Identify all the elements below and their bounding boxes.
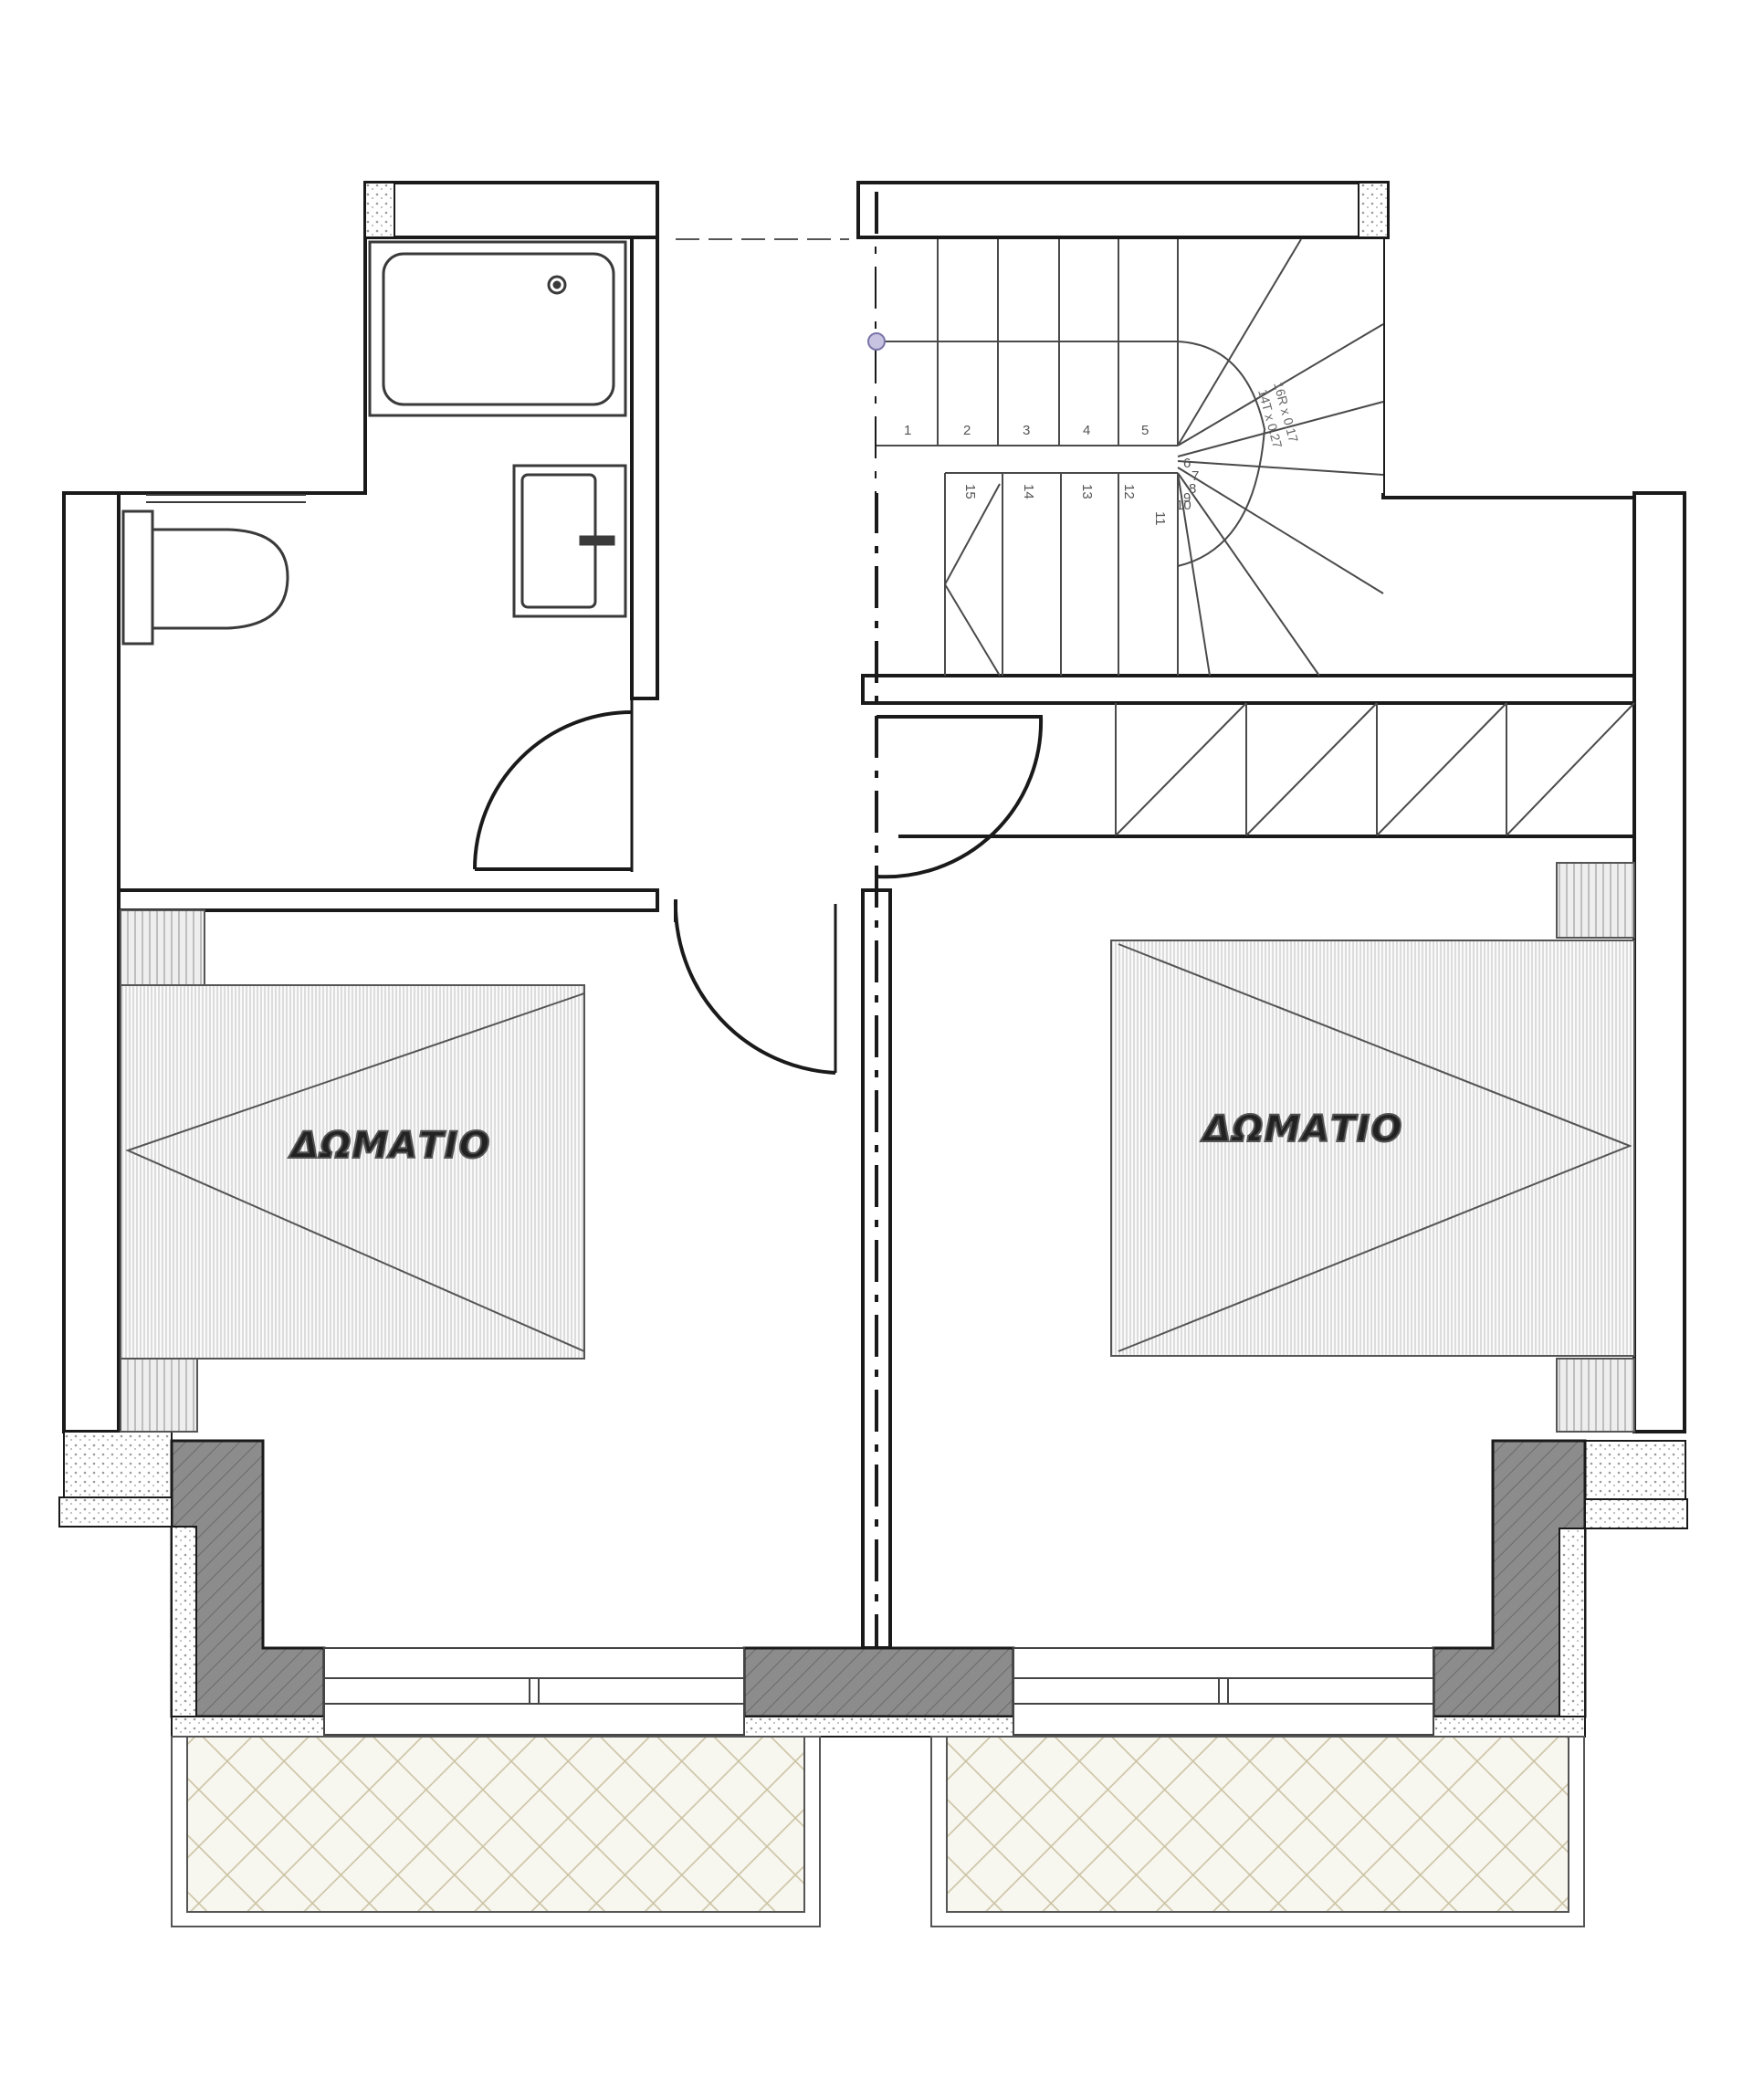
nightstand-right-top bbox=[1556, 862, 1635, 939]
tap-icon bbox=[579, 535, 615, 546]
nightstand-left-bottom bbox=[120, 1358, 198, 1433]
storage-diag-2 bbox=[1245, 702, 1378, 836]
bed-left-fold bbox=[125, 992, 585, 1352]
shower-basin bbox=[382, 252, 615, 406]
toilet-cistern bbox=[121, 509, 154, 646]
doors bbox=[473, 698, 1044, 1075]
left-bedroom: ΔΩΜΑΤΙΟ bbox=[120, 909, 585, 1433]
bottom-insulation-right bbox=[1433, 1716, 1586, 1738]
top-wall-right bbox=[856, 181, 1390, 239]
step-number: 7 bbox=[1191, 468, 1199, 484]
bed-right-fold bbox=[1118, 943, 1632, 1352]
right-bedroom: ΔΩΜΑΤΙΟ bbox=[1110, 862, 1635, 1433]
winder-7 bbox=[1177, 323, 1384, 446]
step-number: 8 bbox=[1189, 481, 1196, 497]
stair-area-top bbox=[876, 239, 1383, 493]
top-right-insulation bbox=[1358, 182, 1389, 238]
outer-walls bbox=[62, 181, 1686, 1650]
stair-right-wall bbox=[1381, 237, 1634, 499]
step-number: 9 bbox=[1183, 490, 1191, 506]
top-left-insulation bbox=[364, 182, 395, 238]
step-number: 3 bbox=[1023, 423, 1030, 438]
left-room-door-arc[interactable] bbox=[673, 898, 836, 1075]
step-number: 11 bbox=[1152, 511, 1168, 526]
winder-9 bbox=[1177, 460, 1384, 476]
right-wall-insulation bbox=[1584, 1440, 1686, 1500]
bathroom-door-arc[interactable] bbox=[473, 710, 633, 870]
stair-bottom-wall bbox=[861, 674, 1636, 705]
left-room-top-wall bbox=[117, 888, 659, 912]
cut-walls bbox=[58, 1439, 1688, 1738]
right-room-top-line bbox=[898, 835, 1635, 838]
stair-landing-mark bbox=[943, 483, 1001, 677]
right-exterior-wall bbox=[1632, 491, 1686, 1433]
step-number: 5 bbox=[1141, 423, 1149, 438]
nightstand-right-bottom bbox=[1556, 1358, 1635, 1433]
left-exterior-wall bbox=[62, 491, 121, 1433]
right-insulation-band bbox=[1584, 1498, 1688, 1529]
bottom-insulation-center bbox=[743, 1716, 1014, 1738]
cut-wall-center bbox=[742, 1646, 1015, 1718]
winder-10 bbox=[1177, 467, 1384, 594]
step-number: 14 bbox=[1021, 484, 1036, 499]
winder-12 bbox=[1177, 472, 1211, 677]
shower-drain-icon bbox=[547, 275, 567, 295]
balcony-left-floor bbox=[186, 1736, 805, 1913]
step-number: 13 bbox=[1079, 484, 1095, 499]
room-label-right: ΔΩΜΑΤΙΟ bbox=[1201, 1108, 1403, 1150]
stair-start-marker bbox=[867, 332, 886, 351]
toilet-bowl bbox=[151, 528, 289, 630]
window-left-mullion bbox=[529, 1677, 540, 1705]
balconies bbox=[171, 1736, 1585, 1927]
storage-diag-4 bbox=[1506, 702, 1635, 836]
step-number: 10 bbox=[1176, 498, 1191, 513]
shower-drain-center bbox=[552, 280, 562, 289]
step-number: 2 bbox=[963, 423, 971, 438]
bed-left bbox=[120, 984, 585, 1360]
balcony-right-floor bbox=[946, 1736, 1569, 1913]
staircase bbox=[867, 238, 1635, 836]
winder-11 bbox=[1177, 472, 1320, 677]
left-insulation-band bbox=[58, 1496, 173, 1528]
storage-diag-3 bbox=[1376, 702, 1507, 836]
room-label-left: ΔΩΜΑΤΙΟ bbox=[289, 1125, 491, 1167]
left-wall-insulation bbox=[63, 1431, 173, 1498]
storage-diag-1 bbox=[1115, 702, 1247, 836]
left-side-insulation bbox=[171, 1526, 197, 1717]
window-right-mullion bbox=[1218, 1677, 1229, 1705]
step-number: 12 bbox=[1121, 484, 1137, 499]
bathroom-partition bbox=[630, 236, 659, 700]
step-number: 6 bbox=[1183, 456, 1191, 471]
windows bbox=[323, 1647, 1434, 1736]
bathroom bbox=[121, 240, 627, 646]
shower-tray bbox=[368, 240, 627, 417]
bed-right bbox=[1110, 940, 1635, 1357]
washbasin bbox=[512, 464, 627, 618]
winder-6 bbox=[1177, 238, 1302, 446]
winder-8 bbox=[1177, 401, 1384, 457]
right-side-insulation bbox=[1559, 1528, 1586, 1717]
stair-walkline-curve bbox=[1177, 341, 1266, 567]
step-number: 4 bbox=[1083, 423, 1090, 438]
step-number: 15 bbox=[962, 484, 978, 499]
step-number: 1 bbox=[904, 423, 911, 438]
bathroom-outer-wall bbox=[119, 237, 367, 495]
nightstand-left-top bbox=[120, 909, 205, 986]
top-wall-left bbox=[363, 181, 659, 239]
right-room-door-arc[interactable] bbox=[876, 715, 1044, 879]
bottom-insulation-left bbox=[171, 1716, 326, 1738]
